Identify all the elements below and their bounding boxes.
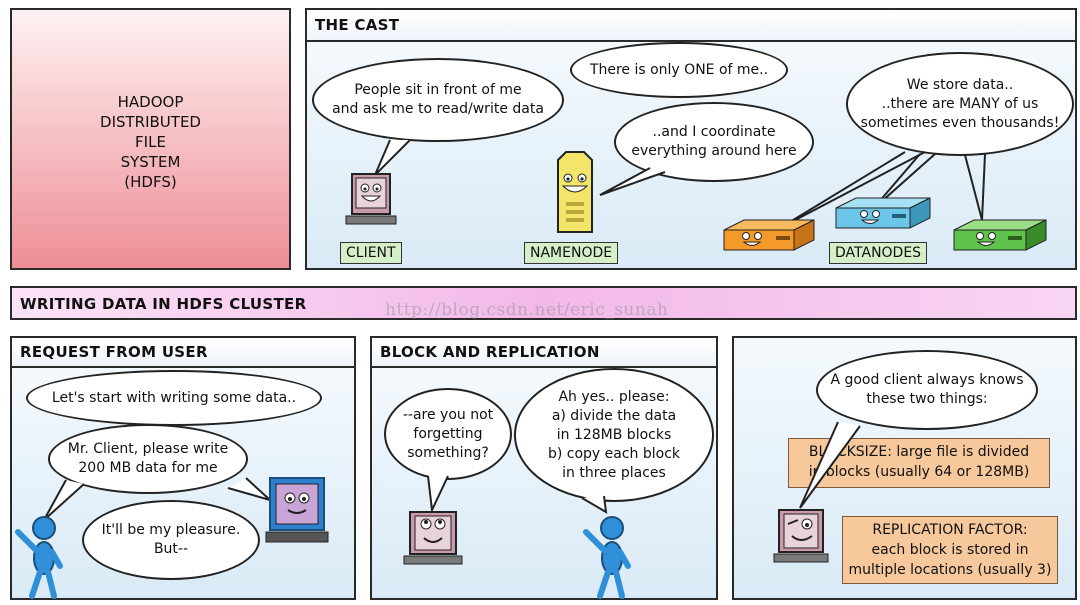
bubble-line: But-- (153, 541, 189, 557)
client-laptop-icon (773, 509, 829, 563)
request-bubble-3: It'll be my pleasure. But-- (82, 500, 260, 580)
title-text: HADOOP DISTRIBUTED FILE SYSTEM (HDFS) (12, 92, 289, 192)
bubble-line: We store data.. (906, 76, 1014, 93)
writing-data-banner: WRITING DATA IN HDFS CLUSTER (10, 286, 1077, 320)
bubble-line: Mr. Client, please write (67, 441, 229, 457)
client-laptop-icon (265, 477, 329, 543)
bubble-line: People sit in front of me (354, 82, 522, 98)
namenode-speech-bubble-1: There is only ONE of me.. (570, 42, 788, 98)
bubble-line: something? (407, 444, 489, 461)
bubble-line: b) copy each block (547, 445, 681, 462)
namenode-server-icon (557, 151, 593, 233)
datanodes-label: DATANODES (829, 242, 928, 264)
bubble-line: Let's start with writing some data.. (51, 389, 297, 406)
client-laptop-icon (345, 173, 397, 225)
bubble-line: in three places (562, 464, 666, 481)
title-panel: HADOOP DISTRIBUTED FILE SYSTEM (HDFS) (10, 8, 291, 270)
bubble-line: 200 MB data for me (78, 460, 218, 476)
watermark-text: http://blog.csdn.net/eric_sunah (385, 300, 669, 320)
replication-note: REPLICATION FACTOR: each block is stored… (842, 516, 1058, 584)
note-line: each block is stored in (871, 542, 1029, 558)
bubble-line: a) divide the data (551, 407, 677, 424)
title-line: SYSTEM (120, 153, 181, 171)
datanode-box-icon (835, 197, 931, 229)
client-speech-bubble: People sit in front of me and ask me to … (312, 58, 564, 142)
client-laptop-icon (403, 511, 463, 565)
request-bubble-1: Let's start with writing some data.. (26, 370, 322, 426)
bubble-line: ..and I coordinate (652, 124, 776, 140)
title-line: FILE (135, 133, 166, 151)
namenode-label: NAMENODE (524, 242, 619, 264)
block-bubble-1: --are you not forgetting something? (384, 388, 512, 480)
block-header: BLOCK AND REPLICATION (372, 338, 716, 368)
bubble-line: It'll be my pleasure. (101, 522, 241, 538)
bubble-line: everything around here (631, 143, 797, 159)
title-line: (HDFS) (124, 173, 177, 191)
datanode-box-icon (953, 219, 1047, 251)
client-knows-bubble: A good client always knows these two thi… (816, 350, 1038, 430)
client-label: CLIENT (340, 242, 402, 264)
note-line: BLOCKSIZE: large file is divided (808, 444, 1030, 460)
bubble-line: forgetting (413, 425, 483, 442)
note-line: multiple locations (usually 3) (848, 562, 1052, 578)
stick-figure-icon (15, 516, 63, 599)
bubble-line: sometimes even thousands! (860, 114, 1060, 131)
bubble-line: Ah yes.. please: (558, 388, 670, 405)
bubble-line: these two things: (866, 391, 988, 407)
bubble-line: There is only ONE of me.. (589, 61, 769, 78)
bubble-line: ..there are MANY of us (881, 95, 1039, 112)
banner-title: WRITING DATA IN HDFS CLUSTER (20, 295, 307, 313)
cast-header: THE CAST (307, 10, 1075, 42)
bubble-line: A good client always knows (830, 372, 1024, 388)
title-line: HADOOP (117, 93, 184, 111)
note-line: in blocks (usually 64 or 128MB) (808, 464, 1030, 480)
datanode-box-icon (723, 219, 815, 251)
bubble-line: --are you not (402, 406, 494, 423)
datanodes-speech-bubble: We store data.. ..there are MANY of us s… (846, 52, 1074, 156)
block-bubble-2: Ah yes.. please: a) divide the data in 1… (514, 368, 714, 502)
stick-figure-icon (583, 516, 631, 599)
title-line: DISTRIBUTED (100, 113, 201, 131)
bubble-line: and ask me to read/write data (332, 101, 544, 117)
request-bubble-2: Mr. Client, please write 200 MB data for… (48, 424, 248, 494)
bubble-line: in 128MB blocks (556, 426, 672, 443)
request-header: REQUEST FROM USER (12, 338, 354, 368)
note-line: REPLICATION FACTOR: (872, 522, 1028, 538)
